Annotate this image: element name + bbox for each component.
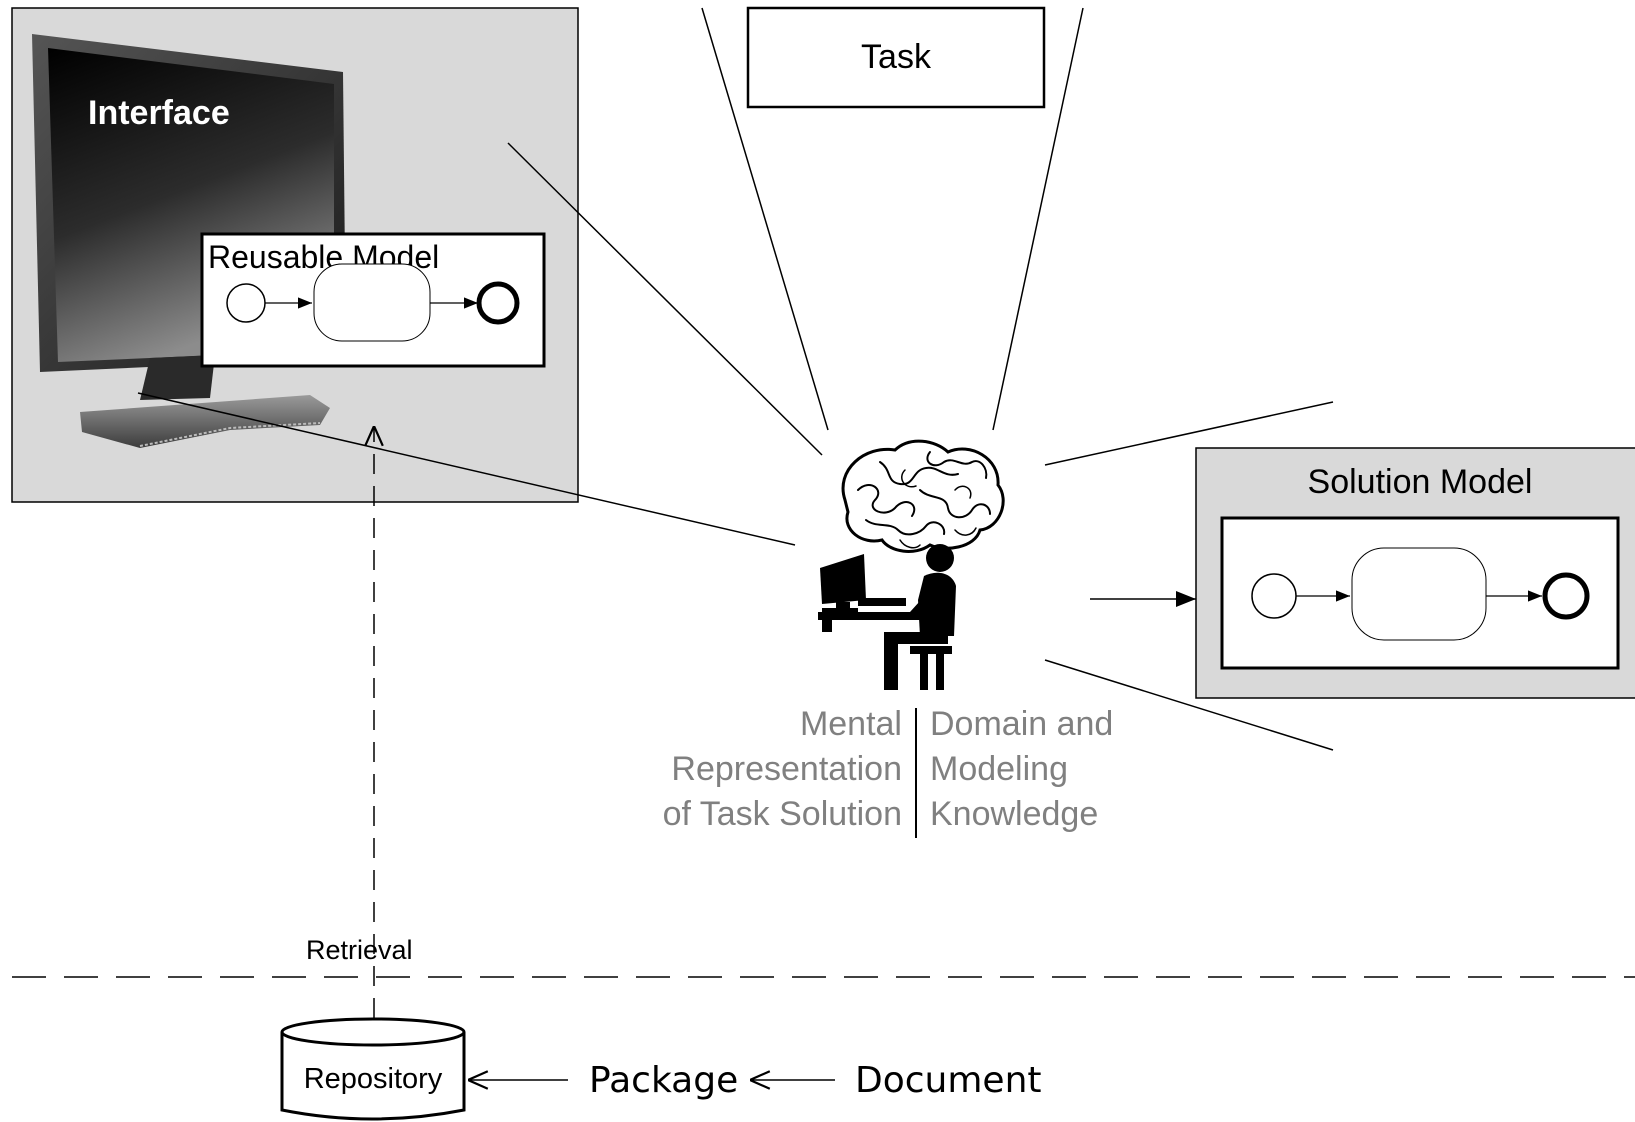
knowledge-line-3: Knowledge — [930, 795, 1098, 833]
mental-representation-caption: Mental Representation of Task Solution — [663, 705, 902, 833]
interface-label: Interface — [88, 94, 230, 132]
solution-model-panel: Solution Model — [1195, 447, 1635, 699]
person-at-computer-icon — [818, 544, 956, 690]
task-box: Task — [746, 6, 1046, 109]
knowledge-line-2: Modeling — [930, 750, 1068, 788]
task-right-line — [992, 7, 1084, 431]
mental-line-2: Representation — [671, 750, 902, 788]
start-event-icon — [226, 283, 266, 323]
end-event-icon — [1542, 572, 1590, 620]
interface-panel: Interface Reusable Model — [11, 7, 579, 503]
database-icon — [280, 1017, 466, 1121]
knowledge-caption: Domain and Modeling Knowledge — [930, 705, 1113, 833]
brain-icon — [841, 439, 1005, 553]
retrieval-label: Retrieval — [306, 935, 413, 965]
solution-lower-line — [1044, 659, 1334, 751]
interface-upper-line — [507, 142, 823, 456]
activity-task-shape — [1351, 547, 1487, 641]
activity-task-shape — [313, 263, 431, 342]
reusable-model-box: Reusable Model — [200, 232, 546, 368]
task-label: Task — [861, 38, 932, 76]
solution-model-label: Solution Model — [1308, 463, 1533, 501]
task-left-line — [701, 7, 829, 431]
solution-upper-line — [1044, 401, 1334, 466]
repository-label: Repository — [304, 1063, 443, 1095]
interface-lower-line — [137, 392, 796, 546]
end-event-icon — [476, 281, 520, 325]
start-event-icon — [1251, 573, 1297, 619]
knowledge-line-1: Domain and — [930, 705, 1113, 743]
package-label: Package — [589, 1060, 738, 1101]
mental-line-1: Mental — [800, 705, 902, 743]
connector-lines — [137, 7, 1334, 751]
mental-line-3: of Task Solution — [663, 795, 902, 833]
document-label: Document — [855, 1060, 1042, 1101]
